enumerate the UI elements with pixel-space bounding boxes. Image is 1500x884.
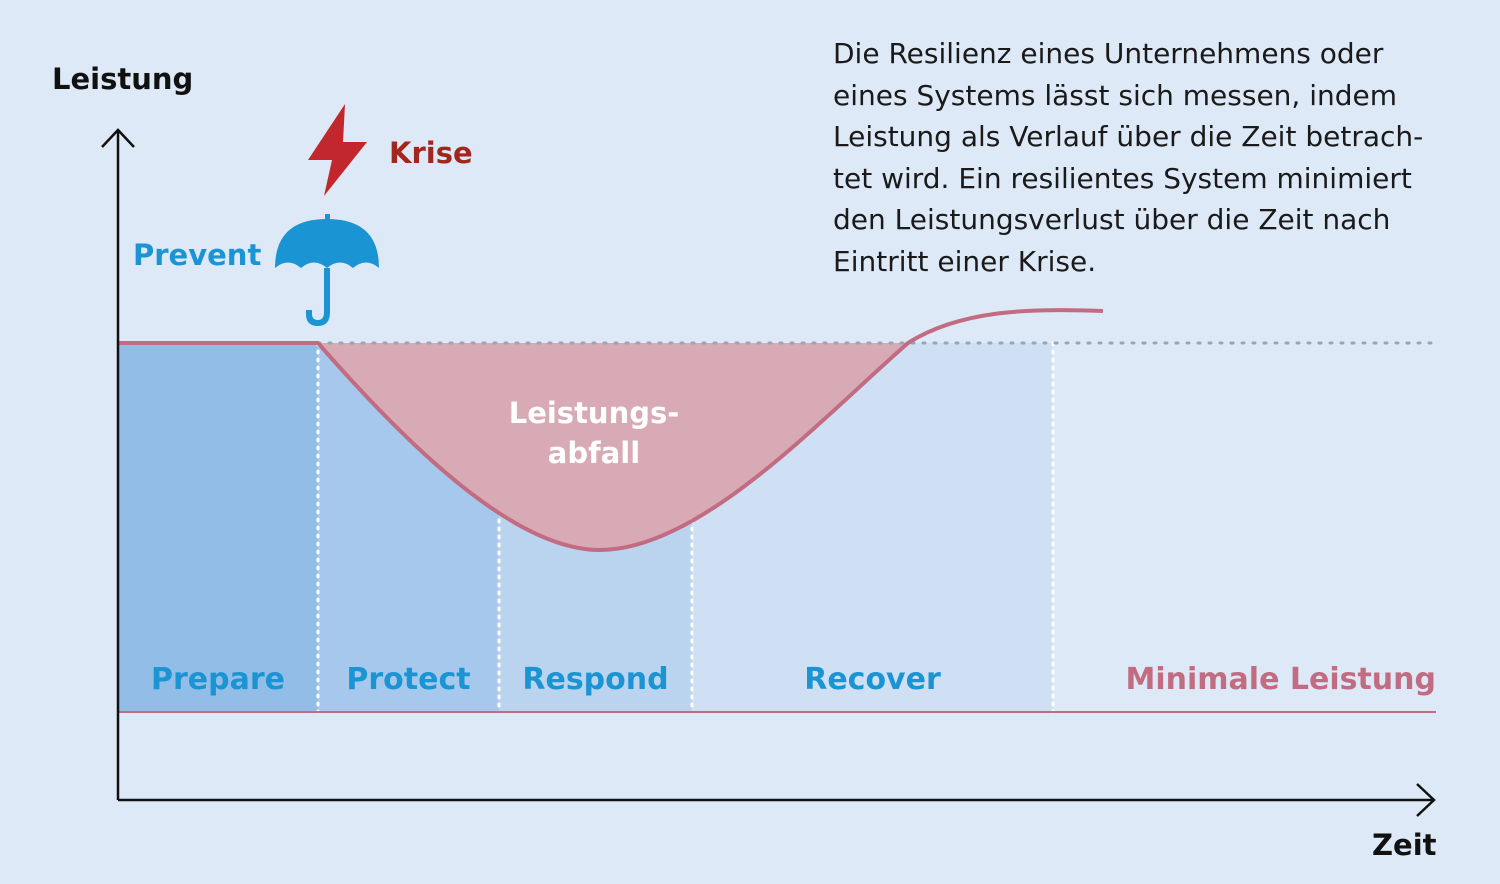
x-axis-label: Zeit: [1372, 828, 1437, 862]
umbrella-icon: [275, 214, 379, 326]
performance-curve: [118, 308, 1104, 553]
prevent-label: Prevent: [133, 238, 262, 272]
y-axis-arrowhead: [101, 128, 135, 148]
description-line: eines Systems lässt sich messen, indem: [833, 78, 1398, 112]
y-axis-label: Leistung: [52, 62, 194, 96]
phase-label-prepare: Prepare: [151, 662, 285, 697]
performance-drop-label-line: abfall: [547, 436, 641, 470]
lightning-bolt-icon: [308, 104, 367, 196]
description-line: tet wird. Ein resilientes System minimie…: [833, 161, 1412, 195]
x-axis-arrowhead: [1416, 783, 1436, 817]
phase-band-prepare: [118, 343, 318, 712]
minimum-performance-label: Minimale Leistung: [1125, 662, 1437, 697]
performance-drop-label: Leistungs- abfall: [494, 393, 694, 473]
performance-drop-label-line: Leistungs-: [508, 396, 680, 430]
description-line: Leistung als Verlauf über die Zeit betra…: [833, 120, 1424, 153]
description-line: Die Resilienz eines Unternehmens oder: [833, 37, 1384, 70]
description-line: Eintritt einer Krise.: [833, 244, 1097, 278]
description-line: den Leistungsverlust über die Zeit nach: [833, 203, 1391, 236]
phase-label-recover: Recover: [804, 662, 941, 697]
crisis-label: Krise: [389, 136, 473, 170]
performance-drop-area: [318, 343, 908, 550]
phase-label-protect: Protect: [346, 662, 471, 697]
phase-label-respond: Respond: [522, 662, 669, 697]
description-text: Die Resilienz eines Unternehmens oder ei…: [833, 33, 1473, 282]
